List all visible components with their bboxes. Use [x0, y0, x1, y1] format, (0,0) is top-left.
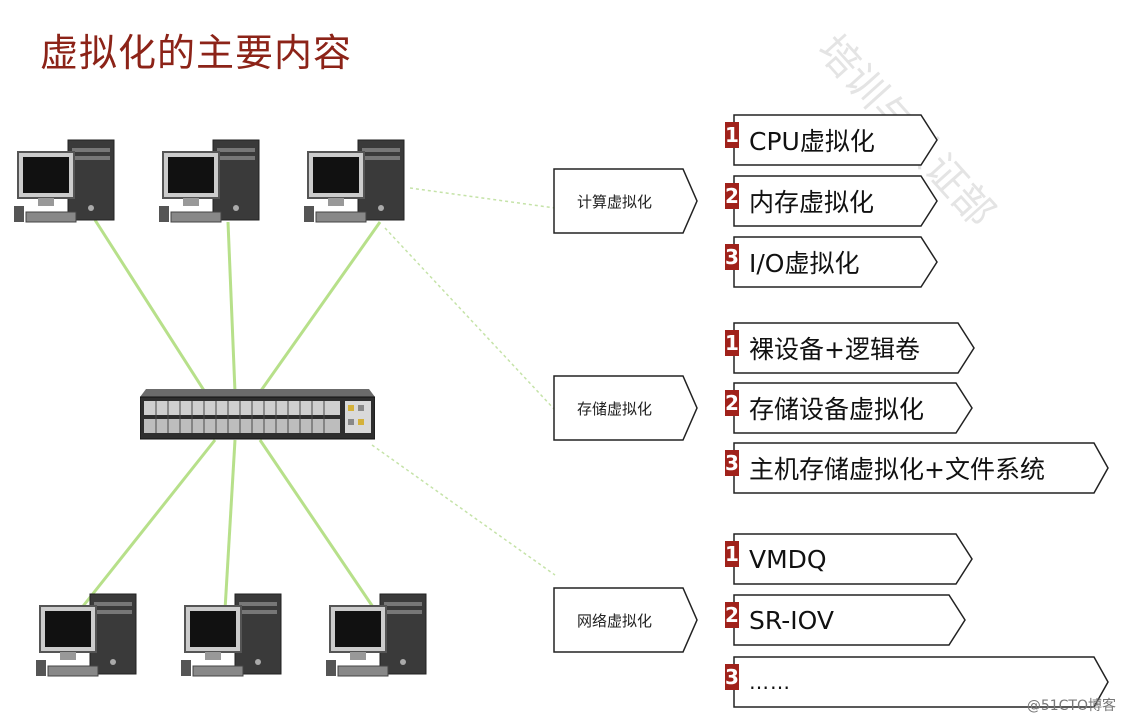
desktop-computer-icon: [181, 593, 282, 677]
desktop-computer-icon: [304, 139, 405, 223]
cable-pc-5: [223, 439, 237, 611]
number-badge: 3: [725, 244, 739, 270]
number-badge: 3: [725, 664, 739, 690]
network-item-1: 1 VMDQ: [725, 533, 973, 585]
category-label: 网络虚拟化: [577, 611, 653, 630]
number-badge: 3: [725, 450, 739, 476]
network-item-3: 3 ……: [725, 656, 1109, 708]
cable-pc-2: [226, 221, 237, 393]
compute-item-1: 1 CPU虚拟化: [725, 114, 938, 166]
number-badge: 1: [725, 330, 739, 356]
item-label: ……: [749, 670, 791, 694]
desktop-computer-icon: [159, 139, 260, 223]
compute-item-3: 3 I/O虚拟化: [725, 236, 938, 288]
cable-pc-6: [258, 439, 377, 611]
storage-item-1: 1 裸设备+逻辑卷: [725, 322, 975, 374]
page-title: 虚拟化的主要内容: [40, 31, 353, 75]
item-label: 内存虚拟化: [749, 188, 875, 217]
desktop-computer-icon: [326, 593, 427, 677]
item-label: CPU虚拟化: [749, 127, 875, 156]
pointer-storage: [384, 227, 556, 411]
watermark: @51CTO博客: [1026, 698, 1116, 714]
item-label: VMDQ: [749, 544, 827, 574]
desktop-computer-icon: [36, 593, 137, 677]
item-label: SR-IOV: [749, 605, 834, 635]
category-compute: 计算虚拟化: [553, 168, 698, 234]
desktop-computer-icon: [14, 139, 115, 223]
category-label: 计算虚拟化: [577, 192, 653, 211]
cable-pc-3: [258, 221, 382, 393]
category-storage: 存储虚拟化: [553, 375, 698, 441]
number-badge: 2: [725, 390, 739, 416]
number-badge: 1: [725, 122, 739, 148]
network-switch-icon: [140, 389, 375, 440]
pointer-compute: [409, 187, 556, 209]
storage-item-2: 2 存储设备虚拟化: [725, 382, 973, 434]
cable-pc-4: [78, 439, 217, 611]
category-network: 网络虚拟化: [553, 587, 698, 653]
cable-pc-1: [93, 219, 207, 393]
number-badge: 1: [725, 541, 739, 567]
item-label: 裸设备+逻辑卷: [749, 335, 920, 364]
item-label: 存储设备虚拟化: [749, 395, 925, 424]
pointer-network: [371, 444, 556, 576]
category-label: 存储虚拟化: [577, 399, 653, 418]
network-item-2: 2 SR-IOV: [725, 594, 966, 646]
item-label: I/O虚拟化: [749, 249, 860, 278]
number-badge: 2: [725, 602, 739, 628]
storage-item-3: 3 主机存储虚拟化+文件系统: [725, 442, 1109, 494]
number-badge: 2: [725, 183, 739, 209]
item-label: 主机存储虚拟化+文件系统: [749, 455, 1045, 484]
compute-item-2: 2 内存虚拟化: [725, 175, 938, 227]
